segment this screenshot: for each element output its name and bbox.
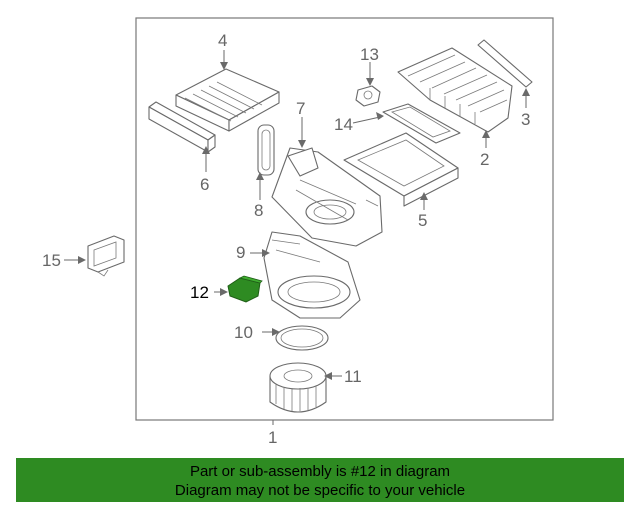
info-banner: Part or sub-assembly is #12 in diagram D… <box>16 458 624 502</box>
callout-5: 5 <box>418 211 427 230</box>
leader-lines <box>64 50 530 425</box>
part-9-blower-housing <box>263 231 361 319</box>
part-15-control-module <box>87 235 125 277</box>
part-10-gasket-ring <box>275 325 329 351</box>
callout-2: 2 <box>480 150 489 169</box>
part-7-upper-housing <box>271 147 383 247</box>
part-2-evaporator-housing <box>397 47 513 133</box>
part-13-actuator <box>355 85 381 107</box>
callout-9: 9 <box>236 243 245 262</box>
part-5-evaporator-core <box>343 132 459 207</box>
part-12-blower-resistor <box>227 275 263 303</box>
callout-15: 15 <box>42 251 61 270</box>
callout-12[interactable]: 12 <box>190 283 209 302</box>
callout-4: 4 <box>218 31 227 50</box>
callout-10: 10 <box>234 323 253 342</box>
part-8-seal <box>257 124 275 176</box>
callout-7: 7 <box>296 99 305 118</box>
part-14-gasket <box>382 103 461 144</box>
callout-14: 14 <box>334 115 353 134</box>
callout-13: 13 <box>360 45 379 64</box>
part-4-cabin-filter <box>175 68 280 132</box>
callout-11: 11 <box>344 367 362 386</box>
banner-line-disclaimer: Diagram may not be specific to your vehi… <box>174 482 466 499</box>
part-11-blower-motor <box>269 362 327 413</box>
callout-8: 8 <box>254 201 263 220</box>
callout-3: 3 <box>521 110 530 129</box>
callout-1: 1 <box>268 428 277 447</box>
banner-line-part: Part or sub-assembly is #12 in diagram <box>189 463 451 480</box>
part-3-seal-strip <box>477 39 533 88</box>
assembly-frame <box>135 17 554 421</box>
callout-6: 6 <box>200 175 209 194</box>
